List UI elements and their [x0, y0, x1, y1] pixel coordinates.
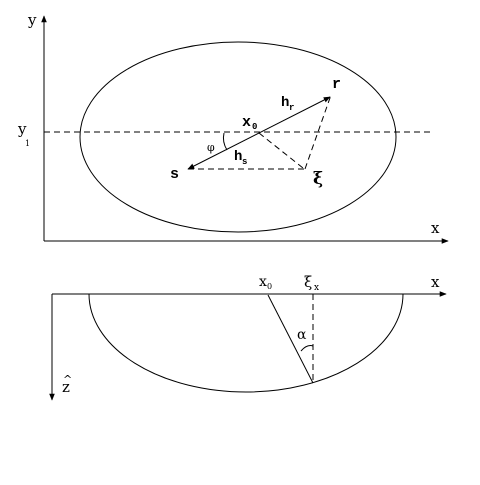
hs-subscript: s: [242, 157, 247, 167]
y1-label: y: [17, 120, 27, 138]
side-z-axis-hat: ^: [63, 373, 72, 386]
xix-subscript: x: [314, 283, 319, 293]
side-z-axis-label: z: [62, 378, 70, 396]
hr-subscript: r: [289, 103, 294, 113]
side-view: x z ^ x 0 ξ x α: [49, 273, 447, 401]
top-ellipse: [79, 41, 397, 233]
xi-to-r-dashed: [304, 94, 332, 170]
hr-label: h: [281, 95, 289, 111]
xix-label: ξ: [304, 273, 312, 291]
x0-to-xi-dashed: [258, 132, 304, 169]
side-x-axis-label: x: [431, 273, 440, 291]
phi-angle-arc: [222, 132, 228, 151]
alpha-label: α: [297, 327, 307, 343]
side-half-ellipse: [88, 293, 404, 393]
alpha-angle-arc: [300, 345, 314, 352]
x0-label: x: [259, 274, 267, 290]
point-x0-subscript: 0: [252, 122, 257, 132]
xi-label: ξ: [313, 169, 323, 189]
x0-subscript: 0: [267, 282, 272, 291]
hs-label: h: [234, 149, 242, 165]
top-x-axis-label: x: [431, 219, 440, 237]
point-s-label: s: [170, 166, 179, 183]
y1-subscript: 1: [25, 139, 30, 148]
x0-slant-line: [267, 294, 314, 384]
point-x0-label: x: [242, 114, 251, 131]
point-r-label: r: [332, 76, 341, 93]
top-view: y x y 1 r s x 0 h r h s φ ξ: [17, 11, 449, 244]
phi-label: φ: [207, 141, 215, 154]
top-y-axis-label: y: [27, 11, 37, 29]
